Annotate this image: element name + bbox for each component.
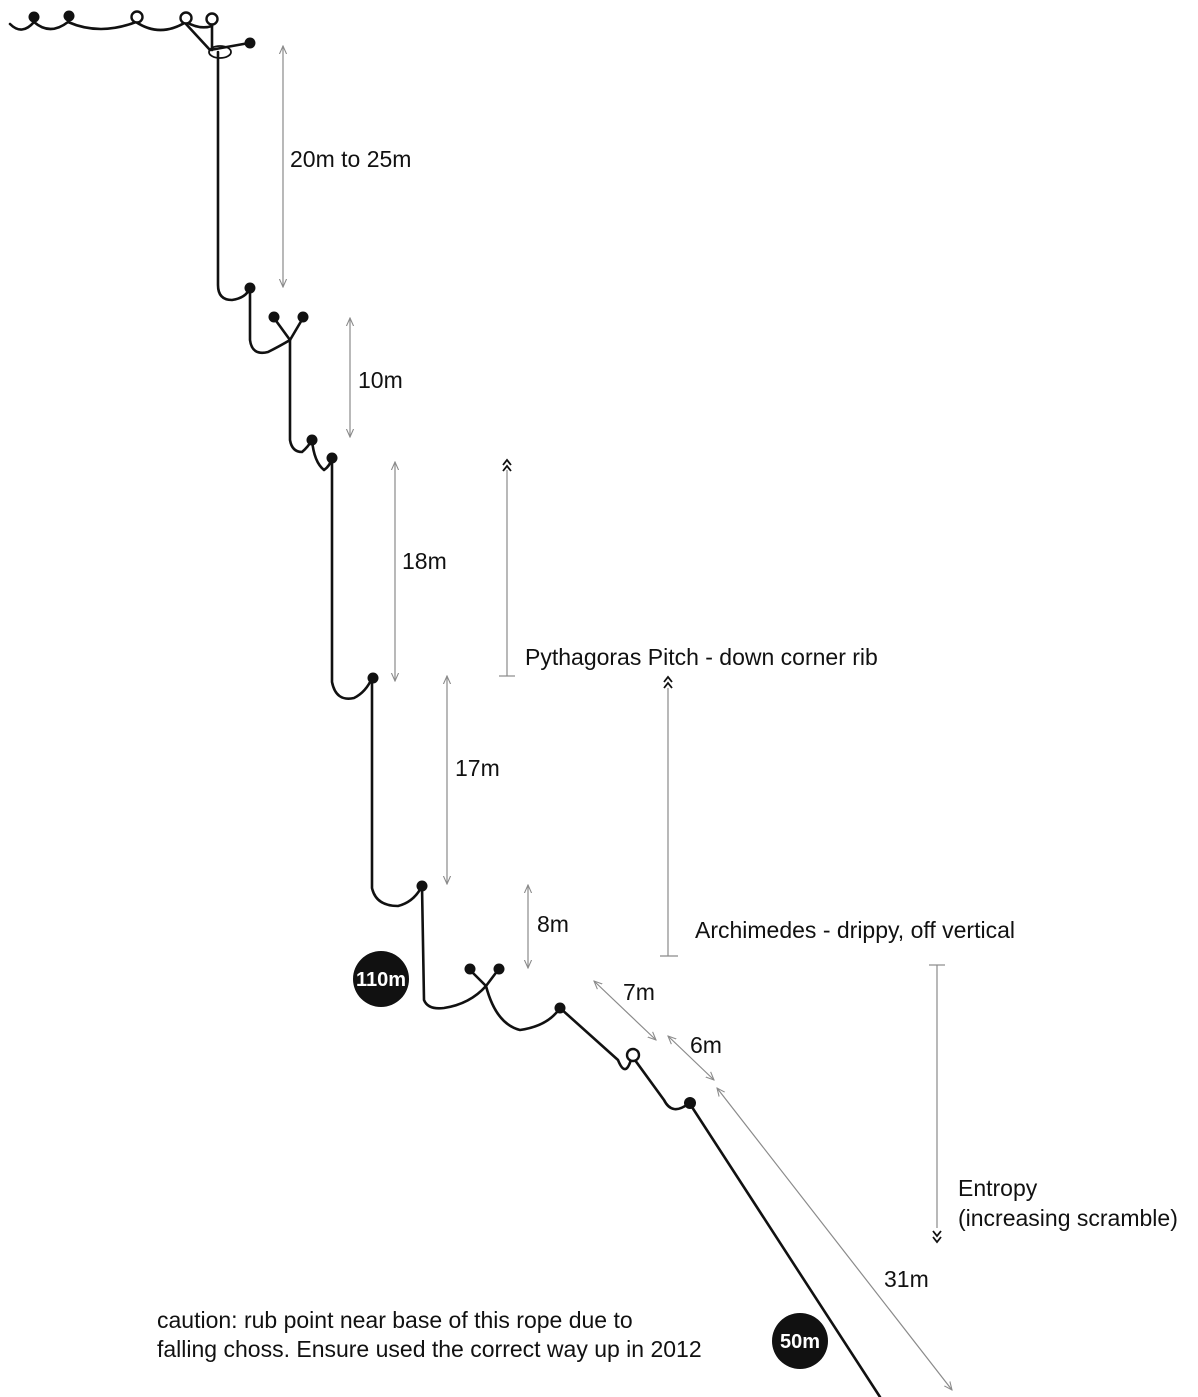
dimension-label-7: 6m: [690, 1032, 722, 1058]
anchor-bolt-icon: [326, 452, 338, 464]
dimension-label-8: 31m: [884, 1266, 929, 1292]
anchor-set: [244, 282, 696, 1109]
caution-note-line-1: caution: rub point near base of this rop…: [157, 1307, 633, 1333]
anchor-bolt-icon: [63, 10, 75, 22]
depth-badge-lower: 50m: [772, 1313, 828, 1369]
anchor-bolt-icon: [244, 37, 256, 49]
dimension-label-2: 10m: [358, 367, 403, 393]
anchor-bolt-icon: [306, 434, 318, 446]
ring-hanger-icon: [625, 1047, 641, 1063]
pitch-label-pythagoras: Pythagoras Pitch - down corner rib: [525, 644, 878, 670]
anchor-bolt-icon: [367, 672, 379, 684]
dimension-arrow-6: [594, 981, 656, 1040]
caution-note-line-2: falling choss. Ensure used the correct w…: [157, 1336, 702, 1362]
dimension-label-4: 17m: [455, 755, 500, 781]
anchor-bolt-icon: [244, 282, 256, 294]
anchor-bolt-icon: [268, 311, 280, 323]
depth-badge-label: 110m: [356, 969, 406, 991]
pitch-label-entropy: Entropy: [958, 1175, 1038, 1201]
main-rope-line: [216, 50, 882, 1397]
maillon-icon: [208, 45, 232, 59]
pitch-label-archimedes: Archimedes - drippy, off vertical: [695, 917, 1015, 943]
top-traverse-line: [8, 10, 256, 59]
depth-badge-label: 50m: [780, 1331, 820, 1353]
chevron-up-icon: [663, 675, 673, 689]
dimension-arrow-8: [717, 1088, 952, 1390]
depth-badge-upper: 110m: [353, 951, 409, 1007]
dimension-label-3: 18m: [402, 548, 447, 574]
dimension-arrows: [283, 46, 952, 1390]
pitch-label-entropy-subtitle: (increasing scramble): [958, 1205, 1178, 1231]
dimension-arrow-7: [668, 1036, 714, 1080]
chevron-down-icon: [932, 1230, 942, 1244]
pitch-range-markers: [499, 458, 945, 1244]
chevron-up-icon: [502, 458, 512, 472]
anchor-bolt-icon: [416, 880, 428, 892]
anchor-bolt-icon: [684, 1097, 696, 1109]
ring-hanger-icon: [130, 10, 144, 24]
dimension-label-6: 7m: [623, 979, 655, 1005]
anchor-bolt-icon: [28, 11, 40, 23]
anchor-bolt-icon: [493, 963, 505, 975]
ring-hanger-icon: [179, 11, 193, 25]
dimension-label-1: 20m to 25m: [290, 146, 411, 172]
anchor-bolt-icon: [464, 963, 476, 975]
anchor-bolt-icon: [297, 311, 309, 323]
dimension-label-5: 8m: [537, 911, 569, 937]
anchor-bolt-icon: [554, 1002, 566, 1014]
ring-hanger-icon: [205, 12, 219, 26]
